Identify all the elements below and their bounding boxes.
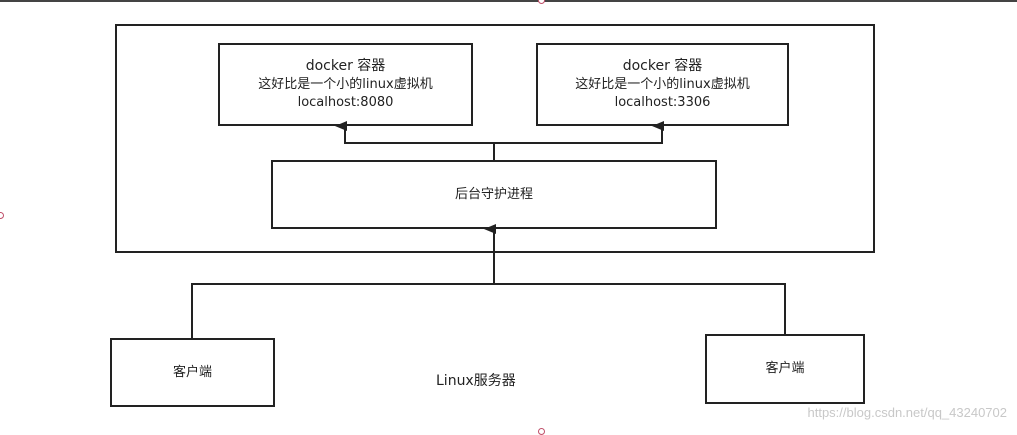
client-box-left[interactable]: 客户端 bbox=[110, 338, 275, 407]
left-selection-handle[interactable] bbox=[0, 212, 4, 219]
daemon-label: 后台守护进程 bbox=[454, 186, 533, 202]
client-right-to-daemon-connector bbox=[494, 283, 786, 334]
container-address: localhost:8080 bbox=[297, 95, 394, 110]
top-border-line bbox=[0, 0, 1017, 2]
container-title: docker 容器 bbox=[305, 58, 386, 74]
docker-container-box-8080[interactable]: docker 容器 这好比是一个小的linux虚拟机 localhost:808… bbox=[218, 43, 473, 126]
linux-server-label: Linux服务器 bbox=[436, 373, 516, 389]
container-address: localhost:3306 bbox=[614, 95, 711, 110]
container-description: 这好比是一个小的linux虚拟机 bbox=[575, 77, 750, 92]
client-label: 客户端 bbox=[765, 361, 805, 376]
container-title: docker 容器 bbox=[622, 58, 703, 74]
docker-container-box-3306[interactable]: docker 容器 这好比是一个小的linux虚拟机 localhost:330… bbox=[536, 43, 789, 126]
daemon-process-box[interactable]: 后台守护进程 bbox=[271, 160, 717, 229]
top-selection-handle[interactable] bbox=[538, 0, 545, 4]
watermark-text: https://blog.csdn.net/qq_43240702 bbox=[807, 405, 1008, 420]
client-box-right[interactable]: 客户端 bbox=[705, 334, 865, 404]
linux-server-frame[interactable] bbox=[115, 24, 875, 253]
container-description: 这好比是一个小的linux虚拟机 bbox=[258, 77, 433, 92]
client-label: 客户端 bbox=[172, 364, 212, 380]
